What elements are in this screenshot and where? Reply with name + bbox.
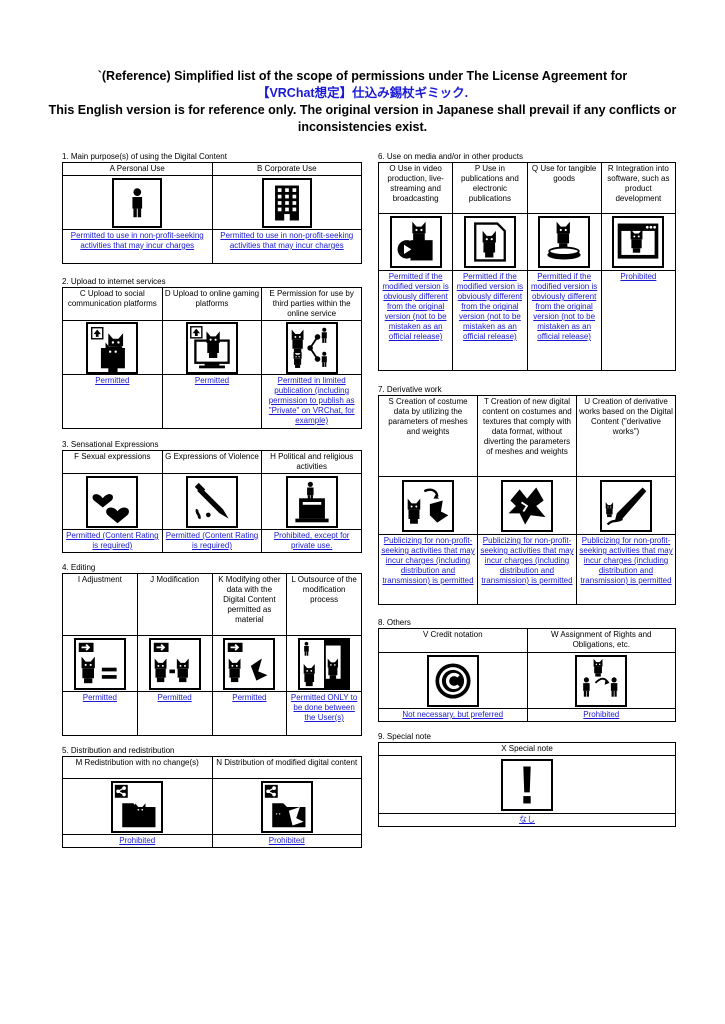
- col-head-outsource: L Outsource of the modification process: [286, 573, 362, 636]
- col-head-sexual: F Sexual expressions: [62, 450, 163, 474]
- perm-credit: Not necessary, but preferred: [378, 708, 528, 722]
- section-8-others: 8. Others V Credit notation W Assignment…: [378, 618, 676, 722]
- perm-redistribution: Prohibited: [62, 834, 213, 848]
- section-label: 3. Sensational Expressions: [62, 440, 159, 449]
- section-3-sensational: 3. Sensational Expressions F Sexual expr…: [62, 440, 362, 553]
- figure-icon: [538, 216, 591, 268]
- col-head-redistribution: M Redistribution with no change(s): [62, 756, 213, 779]
- perm-personal-use: Permitted to use in non-profit-seeking a…: [62, 229, 213, 264]
- section-label: 4. Editing: [62, 563, 96, 572]
- perm-distribution-modified: Prohibited: [211, 834, 362, 848]
- perm-video: Permitted if the modified version is obv…: [377, 270, 454, 371]
- col-head-texture: T Creation of new digital content on cos…: [477, 395, 577, 477]
- col-head-credit: V Credit notation: [378, 628, 528, 653]
- section-label: 1. Main purpose(s) of using the Digital …: [62, 152, 227, 161]
- section-label: 8. Others: [378, 618, 411, 627]
- perm-special-note: なし: [378, 813, 676, 827]
- section-1-main-purpose: 1. Main purpose(s) of using the Digital …: [62, 152, 362, 264]
- share-users-icon: [285, 321, 338, 374]
- col-head-personal-use: A Personal Use: [62, 162, 213, 176]
- upload-monitor-icon: [185, 321, 238, 374]
- section-label: 2. Upload to internet services: [62, 277, 166, 286]
- col-head-modification: J Modification: [136, 573, 213, 636]
- exclamation-icon: [501, 758, 553, 811]
- col-head-violence: G Expressions of Violence: [161, 450, 263, 474]
- knife-icon: [185, 475, 238, 528]
- perm-texture: Publicizing for non-profit-seeking activ…: [477, 534, 577, 605]
- title-line-4: inconsistencies exist.: [297, 120, 428, 134]
- col-head-gaming: D Upload to online gaming platforms: [161, 287, 263, 321]
- perm-costume: Publicizing for non-profit-seeking activ…: [378, 534, 478, 605]
- costume-icon: [402, 479, 454, 532]
- perm-derivative: Publicizing for non-profit-seeking activ…: [576, 534, 676, 605]
- col-head-corporate-use: B Corporate Use: [211, 162, 362, 176]
- redistribute-icon: [111, 780, 164, 833]
- software-icon: [612, 216, 665, 268]
- upload-avatar-icon: [86, 321, 139, 374]
- perm-goods: Permitted if the modified version is obv…: [526, 270, 602, 371]
- perm-outsource: Permitted ONLY to be done between the Us…: [286, 691, 362, 736]
- section-2-upload: 2. Upload to internet services C Upload …: [62, 277, 362, 429]
- perm-gaming: Permitted: [161, 374, 263, 429]
- section-4-editing: 4. Editing I Adjustment J Modification K…: [62, 563, 362, 736]
- title-line-3: This English version is for reference on…: [48, 103, 677, 117]
- col-head-social: C Upload to social communication platfor…: [62, 287, 163, 321]
- perm-sexual: Permitted (Content Rating is required): [62, 529, 163, 553]
- col-head-political: H Political and religious activities: [261, 450, 362, 474]
- section-5-distribution: 5. Distribution and redistribution M Red…: [62, 746, 362, 848]
- outsource-icon: [298, 637, 351, 690]
- transfer-icon: [575, 654, 628, 707]
- title-line-1: `(Reference) Simplified list of the scop…: [97, 69, 628, 83]
- col-head-derivative: U Creation of derivative works based on …: [576, 395, 676, 477]
- combine-icon: [223, 637, 276, 690]
- perm-social: Permitted: [62, 374, 163, 429]
- perm-third-party: Permitted in limited publication (includ…: [261, 374, 362, 429]
- col-head-special-note: X Special note: [378, 742, 676, 756]
- section-label: 7. Derivative work: [378, 385, 442, 394]
- col-head-modifying-other: K Modifying other data with the Digital …: [211, 573, 288, 636]
- perm-modification: Permitted: [136, 691, 213, 736]
- section-label: 9. Special note: [378, 732, 431, 741]
- perm-political: Prohibited, except for private use.: [261, 529, 362, 553]
- adjust-icon: [73, 637, 126, 690]
- person-icon: [112, 177, 163, 228]
- col-head-video: O Use in video production, live-streamin…: [377, 162, 454, 214]
- video-icon: [389, 216, 442, 268]
- section-label: 5. Distribution and redistribution: [62, 746, 175, 755]
- perm-modifying-other: Permitted: [211, 691, 288, 736]
- section-6-media: 6. Use on media and/or in other products…: [377, 152, 677, 371]
- publication-icon: [463, 216, 516, 268]
- perm-adjustment: Permitted: [62, 691, 138, 736]
- col-head-software: R Integration into software, such as pro…: [600, 162, 677, 214]
- perm-assignment: Prohibited: [526, 708, 676, 722]
- section-7-derivative: 7. Derivative work S Creation of costume…: [378, 385, 676, 605]
- perm-corporate-use: Permitted to use in non-profit-seeking a…: [211, 229, 362, 264]
- copyright-icon: [426, 654, 479, 707]
- perm-software: Prohibited: [600, 270, 677, 371]
- texture-icon: [501, 479, 553, 532]
- building-icon: [261, 177, 312, 228]
- col-head-adjustment: I Adjustment: [62, 573, 138, 636]
- perm-publications: Permitted if the modified version is obv…: [452, 270, 528, 371]
- pen-icon: [600, 479, 652, 532]
- hearts-icon: [86, 475, 139, 528]
- col-head-publications: P Use in publications and electronic pub…: [452, 162, 528, 214]
- title-line-2: 【VRChat想定】仕込み錫杖ギミック.: [256, 86, 469, 100]
- col-head-costume: S Creation of costume data by utilizing …: [378, 395, 478, 477]
- podium-icon: [285, 475, 338, 528]
- perm-violence: Permitted (Content Rating is required): [161, 529, 263, 553]
- section-label: 6. Use on media and/or in other products: [378, 152, 523, 161]
- col-head-third-party: E Permission for use by third parties wi…: [261, 287, 362, 321]
- section-9-special-note: 9. Special note X Special note なし: [378, 732, 676, 827]
- distribute-modified-icon: [260, 780, 313, 833]
- col-head-goods: Q Use for tangible goods: [526, 162, 602, 214]
- page-title: `(Reference) Simplified list of the scop…: [40, 68, 685, 136]
- col-head-assignment: W Assignment of Rights and Obligations, …: [526, 628, 676, 653]
- col-head-distribution-modified: N Distribution of modified digital conte…: [211, 756, 362, 779]
- modify-icon: [148, 637, 201, 690]
